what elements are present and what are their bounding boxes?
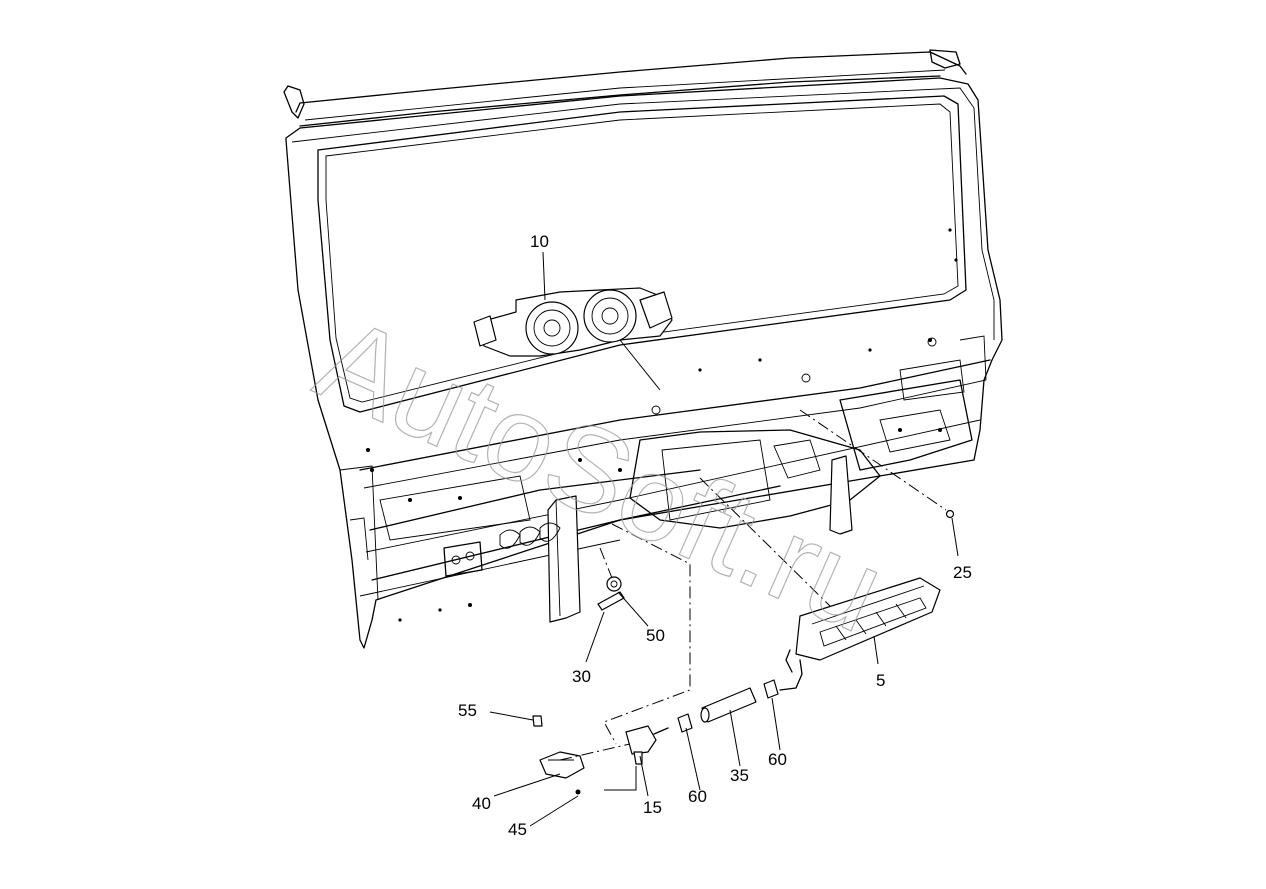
assembly-line-reservoir xyxy=(699,477,831,607)
assembly-line-clip xyxy=(799,409,947,511)
part-5-reservoir xyxy=(779,577,941,691)
callout-30: 30 xyxy=(572,667,591,686)
callout-50: 50 xyxy=(646,626,665,645)
callout-5: 5 xyxy=(876,671,885,690)
part-55-bolt xyxy=(532,715,543,727)
callout-40: 40 xyxy=(472,794,491,813)
part-60-clamp-right xyxy=(763,679,779,699)
callout-60-right: 60 xyxy=(768,750,787,769)
part-25-clip xyxy=(945,509,955,519)
callout-10: 10 xyxy=(530,232,549,251)
callout-55: 55 xyxy=(458,701,477,720)
assembly-line-pump xyxy=(603,523,691,745)
part-60-clamp-left xyxy=(677,713,693,733)
callout-60-left: 60 xyxy=(688,787,707,806)
part-35-hose xyxy=(700,687,757,723)
part-15-pump xyxy=(625,725,669,765)
tailgate-panel xyxy=(283,49,1003,649)
callout-15: 15 xyxy=(643,798,662,817)
part-50-nut xyxy=(606,576,622,592)
part-10-motor-unit xyxy=(473,287,673,391)
assembly-line-nut xyxy=(599,547,613,579)
part-30-pin xyxy=(597,591,625,611)
callout-45: 45 xyxy=(508,820,527,839)
leader-lines xyxy=(489,251,959,827)
callout-25: 25 xyxy=(953,563,972,582)
callout-35: 35 xyxy=(730,766,749,785)
assembly-line-bracket xyxy=(559,743,631,761)
part-45-screw xyxy=(575,789,581,795)
